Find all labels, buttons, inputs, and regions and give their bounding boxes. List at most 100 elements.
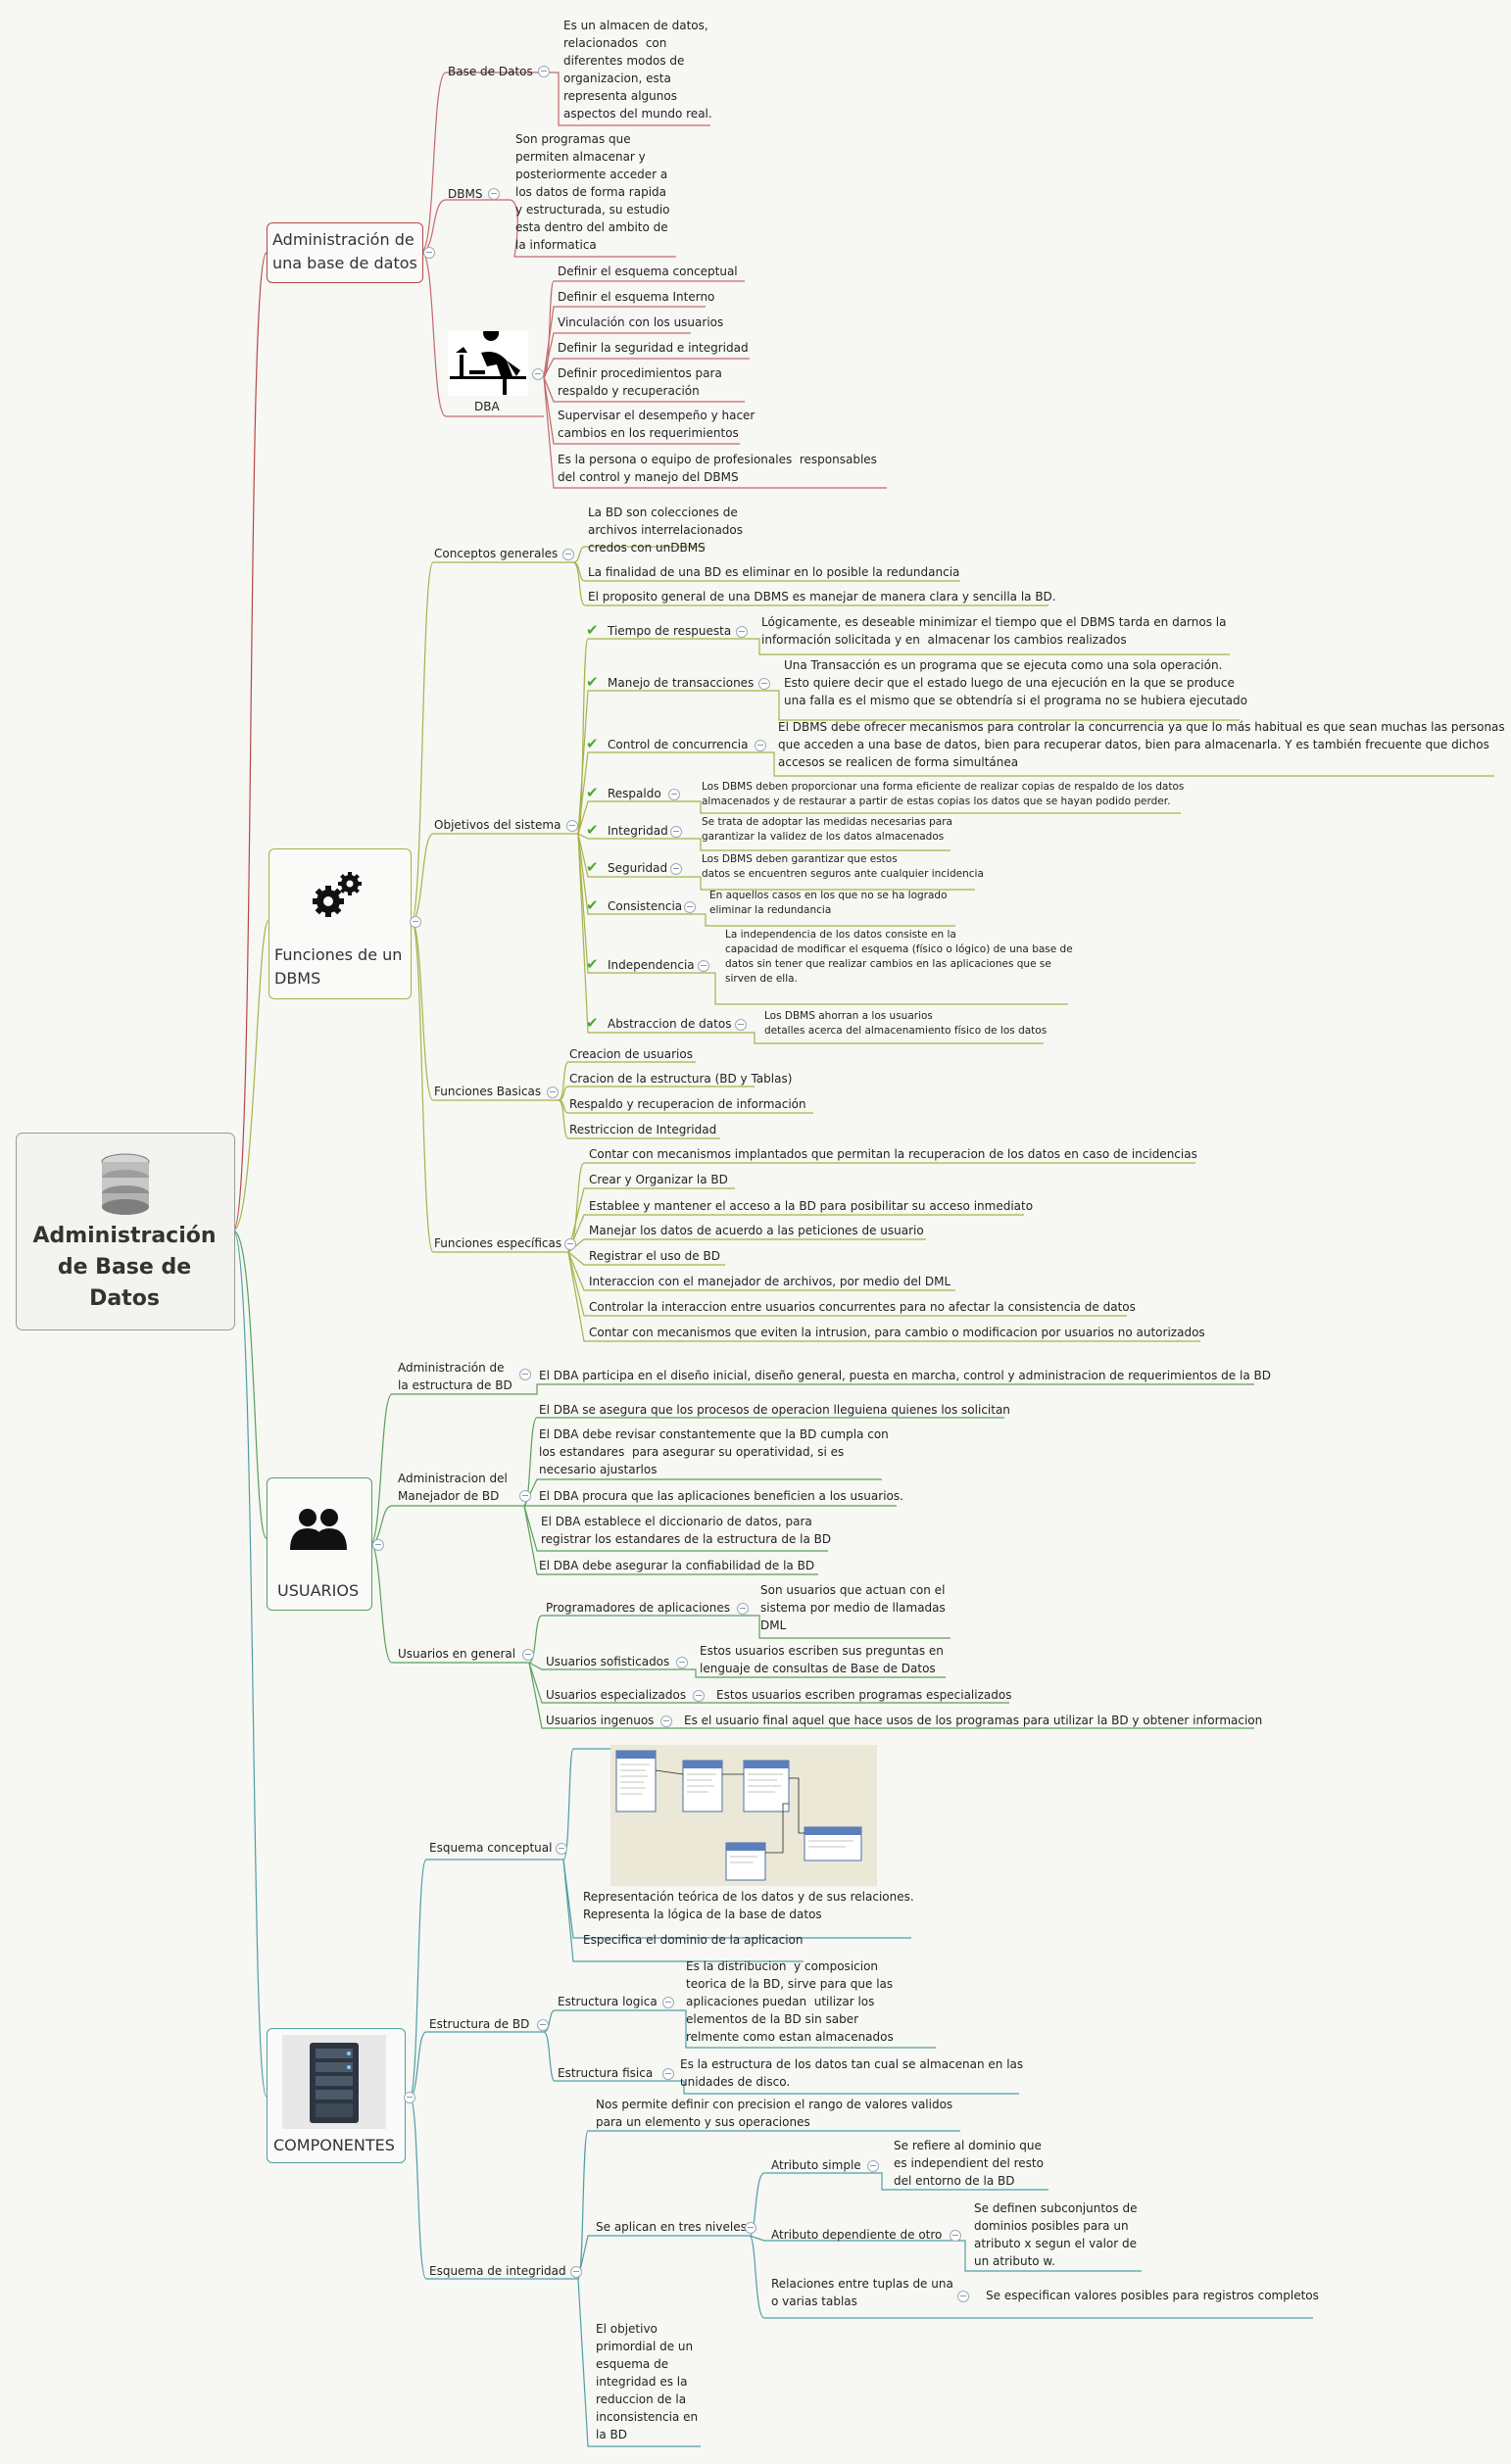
- objetivo-label[interactable]: Consistencia: [608, 899, 683, 913]
- node-conceptos-generales[interactable]: Conceptos generales: [434, 547, 559, 560]
- nivel-label[interactable]: Atributo simple: [771, 2158, 861, 2172]
- objetivo-label[interactable]: Manejo de transacciones: [608, 676, 755, 690]
- collapse-toggle[interactable]: [538, 66, 550, 77]
- collapse-toggle[interactable]: [670, 863, 682, 875]
- collapse-toggle[interactable]: [564, 1238, 576, 1250]
- nivel-label[interactable]: Relaciones entre tuplas de una o varias …: [771, 2277, 953, 2308]
- collapse-toggle[interactable]: [693, 1690, 705, 1702]
- server-icon: [282, 2035, 386, 2129]
- objetivo-label[interactable]: Seguridad: [608, 861, 668, 875]
- collapse-toggle[interactable]: [537, 2019, 549, 2031]
- node-esquema-integridad[interactable]: Esquema de integridad: [429, 2264, 566, 2278]
- tipo-usuario-label[interactable]: Usuarios ingenuos: [546, 1714, 655, 1727]
- collapse-toggle[interactable]: [755, 740, 766, 751]
- objetivo-desc: Los DBMS ahorran a los usuarios detalles…: [764, 1010, 1048, 1037]
- tipo-usuario-label[interactable]: Usuarios sofisticados: [546, 1655, 670, 1668]
- collapse-toggle[interactable]: [670, 826, 682, 838]
- dba-item: Es la persona o equipo de profesionales …: [558, 453, 877, 484]
- users-icon: [286, 1507, 351, 1552]
- collapse-toggle[interactable]: [404, 2092, 415, 2103]
- er-diagram-image: [610, 1745, 877, 1886]
- collapse-toggle[interactable]: [566, 820, 578, 832]
- objetivo-desc: Lógicamente, es deseable minimizar el ti…: [761, 615, 1227, 647]
- objetivo-label[interactable]: Respaldo: [608, 787, 661, 800]
- nivel-desc: Se definen subconjuntos de dominios posi…: [974, 2201, 1138, 2268]
- node-objetivos-sistema[interactable]: Objetivos del sistema: [434, 818, 561, 832]
- node-estructura-bd[interactable]: Estructura de BD: [429, 2017, 530, 2031]
- node-usuarios-general[interactable]: Usuarios en general: [398, 1647, 516, 1661]
- node-estructura-logica[interactable]: Estructura logica: [558, 1995, 658, 2008]
- collapse-toggle[interactable]: [957, 2291, 969, 2302]
- objetivo-label[interactable]: Abstraccion de datos: [608, 1017, 732, 1031]
- basica-item: Respaldo y recuperacion de información: [569, 1097, 806, 1111]
- collapse-toggle[interactable]: [410, 916, 421, 928]
- branch-funciones[interactable]: [268, 848, 412, 999]
- collapse-toggle[interactable]: [532, 368, 544, 380]
- objetivo-desc: Una Transacción es un programa que se ej…: [784, 658, 1247, 707]
- collapse-toggle[interactable]: [867, 2160, 879, 2172]
- manejador-item: El DBA procura que las aplicaciones bene…: [539, 1489, 903, 1503]
- especifica-item: Manejar los datos de acuerdo a las petic…: [589, 1224, 924, 1237]
- collapse-toggle[interactable]: [423, 247, 435, 259]
- collapse-toggle[interactable]: [488, 188, 500, 200]
- basica-item: Creacion de usuarios: [569, 1047, 693, 1061]
- checkmark-icon: ✔: [586, 858, 599, 876]
- checkmark-icon: ✔: [586, 821, 599, 839]
- node-dba[interactable]: DBA: [474, 400, 500, 413]
- esquema-conceptual-item: Representación teórica de los datos y de…: [583, 1890, 914, 1921]
- collapse-toggle[interactable]: [698, 960, 709, 972]
- checkmark-icon: ✔: [586, 673, 599, 691]
- dba-illustration: [448, 325, 528, 396]
- node-esquema-conceptual[interactable]: Esquema conceptual: [429, 1841, 553, 1855]
- collapse-toggle[interactable]: [735, 1019, 747, 1031]
- collapse-toggle[interactable]: [562, 549, 574, 560]
- collapse-toggle[interactable]: [758, 678, 770, 690]
- collapse-toggle[interactable]: [737, 1603, 749, 1615]
- nivel-label[interactable]: Atributo dependiente de otro: [771, 2228, 943, 2242]
- node-funciones-especificas[interactable]: Funciones específicas: [434, 1236, 562, 1250]
- objetivo-label[interactable]: Integridad: [608, 824, 668, 838]
- esquema-conceptual-item: Especifica el dominio de la aplicacion: [583, 1933, 804, 1947]
- node-funciones-basicas[interactable]: Funciones Basicas: [434, 1085, 542, 1098]
- tipo-usuario-label[interactable]: Programadores de aplicaciones: [546, 1601, 730, 1615]
- basica-item: Restriccion de Integridad: [569, 1123, 717, 1136]
- tipo-usuario-label[interactable]: Usuarios especializados: [546, 1688, 687, 1702]
- admin-estructura-desc: El DBA participa en el diseño inicial, d…: [539, 1369, 1271, 1382]
- collapse-toggle[interactable]: [556, 1843, 567, 1855]
- collapse-toggle[interactable]: [736, 626, 748, 638]
- nivel-desc: Se especifican valores posibles para reg…: [986, 2289, 1319, 2302]
- collapse-toggle[interactable]: [570, 2266, 582, 2278]
- collapse-toggle[interactable]: [372, 1539, 384, 1551]
- collapse-toggle[interactable]: [522, 1649, 534, 1661]
- node-admin-manejador[interactable]: Administracion del Manejador de BD: [398, 1472, 508, 1503]
- collapse-toggle[interactable]: [519, 1490, 531, 1502]
- gears-icon: [309, 870, 367, 921]
- node-estructura-fisica[interactable]: Estructura fisica: [558, 2066, 654, 2080]
- integridad-objetivo: El objetivo primordial de un esquema de …: [596, 2322, 699, 2441]
- node-admin-estructura[interactable]: Administración de la estructura de BD: [398, 1361, 512, 1392]
- collapse-toggle[interactable]: [660, 1715, 672, 1727]
- objetivo-label[interactable]: Independencia: [608, 958, 695, 972]
- collapse-toggle[interactable]: [950, 2230, 961, 2242]
- objetivo-desc: Los DBMS deben garantizar que estos dato…: [702, 853, 984, 880]
- collapse-toggle[interactable]: [745, 2222, 756, 2234]
- objetivo-label[interactable]: Tiempo de respuesta: [608, 624, 732, 638]
- especifica-item: Controlar la interaccion entre usuarios …: [589, 1300, 1136, 1314]
- collapse-toggle[interactable]: [676, 1657, 688, 1668]
- node-base-datos[interactable]: Base de Datos: [448, 65, 533, 78]
- node-tres-niveles[interactable]: Se aplican en tres niveles: [596, 2220, 747, 2234]
- concepto-item: La finalidad de una BD es eliminar en lo…: [588, 565, 960, 579]
- collapse-toggle[interactable]: [547, 1087, 559, 1098]
- collapse-toggle[interactable]: [684, 901, 696, 913]
- collapse-toggle[interactable]: [519, 1369, 531, 1380]
- node-dbms-desc: Son programas que permiten almacenar y p…: [515, 132, 670, 252]
- collapse-toggle[interactable]: [662, 2068, 674, 2080]
- especifica-item: Registrar el uso de BD: [589, 1249, 720, 1263]
- collapse-toggle[interactable]: [662, 1997, 674, 2008]
- manejador-item: El DBA debe revisar constantemente que l…: [539, 1427, 889, 1476]
- objetivo-label[interactable]: Control de concurrencia: [608, 738, 749, 751]
- collapse-toggle[interactable]: [668, 789, 680, 800]
- node-dbms[interactable]: DBMS: [448, 187, 483, 201]
- branch-administracion-title: Administración de una base de datos: [272, 230, 417, 272]
- branch-administracion[interactable]: [267, 222, 423, 283]
